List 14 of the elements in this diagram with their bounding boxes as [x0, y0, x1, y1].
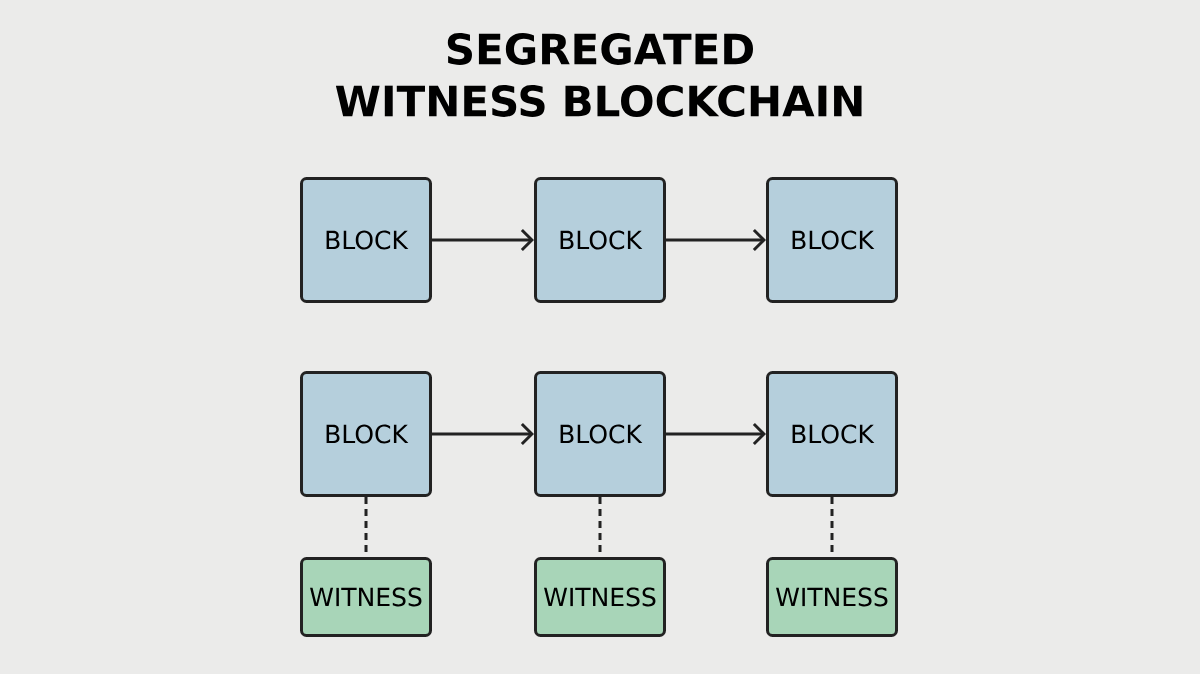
arrow	[666, 422, 766, 446]
block-box: BLOCK	[534, 177, 666, 303]
block-box: BLOCK	[766, 371, 898, 497]
arrow	[432, 228, 534, 252]
block-box: BLOCK	[534, 371, 666, 497]
block-box: BLOCK	[766, 177, 898, 303]
witness-box: WITNESS	[534, 557, 666, 637]
witness-box: WITNESS	[300, 557, 432, 637]
witness-box: WITNESS	[766, 557, 898, 637]
block-box: BLOCK	[300, 177, 432, 303]
block-box: BLOCK	[300, 371, 432, 497]
title: SEGREGATED WITNESS BLOCKCHAIN	[335, 33, 862, 117]
arrow	[432, 422, 534, 446]
arrow	[666, 228, 766, 252]
